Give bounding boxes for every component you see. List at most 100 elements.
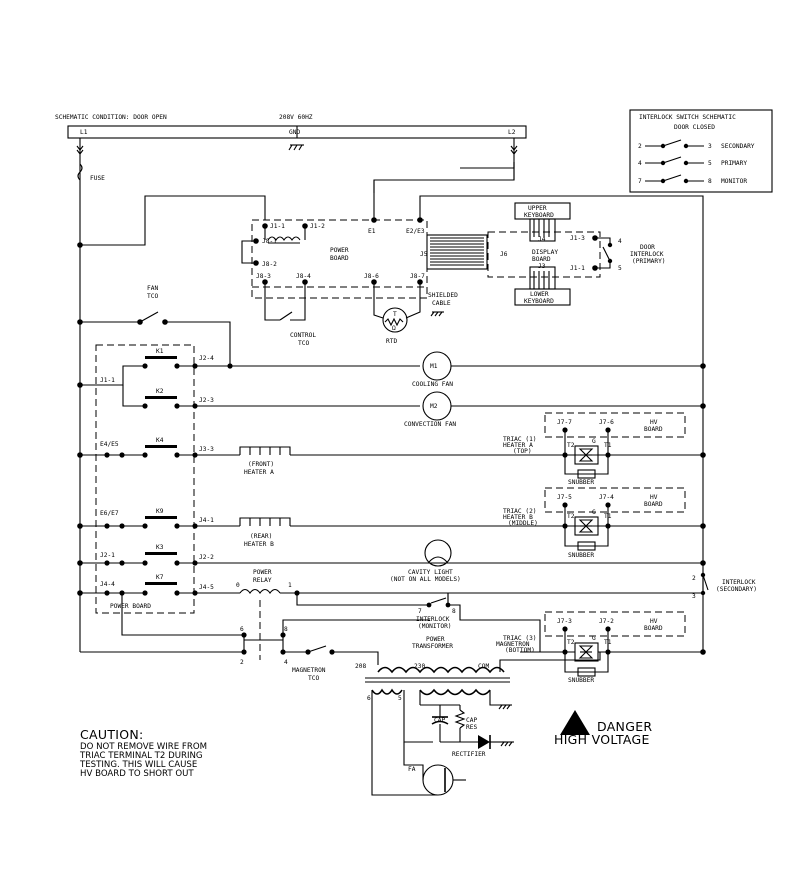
hv-board-3: J7-3 J7-2 HV BOARD TRIAC (3) MAGNETRON (… [496,611,686,684]
svg-text:208: 208 [355,663,366,670]
ground-icon [430,311,444,317]
svg-text:230: 230 [414,663,425,670]
svg-text:(PRIMARY): (PRIMARY) [632,258,666,265]
svg-text:KEYBOARD: KEYBOARD [524,212,554,219]
fan-tco-label: FAN [147,285,158,292]
svg-text:J8-7: J8-7 [410,273,425,280]
svg-text:MAGNETRON: MAGNETRON [496,641,530,648]
svg-text:CABLE: CABLE [432,300,451,307]
svg-text:K4: K4 [156,437,164,444]
transformer-secondary-coil-icon [371,688,491,696]
rtd-sensor-icon [382,307,408,333]
interlock-schematic-title: INTERLOCK SWITCH SCHEMATIC [639,114,736,121]
fuse-icon [77,163,83,181]
svg-text:(MIDDLE): (MIDDLE) [508,520,538,527]
l2-label: L2 [508,129,516,136]
heater-a-label: (FRONT) [248,461,274,468]
cap-res-label: CAP [466,717,477,724]
ribbon-cable [426,234,488,270]
svg-text:HV: HV [650,419,658,426]
svg-text:J7-2: J7-2 [599,618,614,625]
svg-text:5: 5 [398,695,402,702]
fuse-label: FUSE [90,175,105,182]
svg-text:8: 8 [284,626,288,633]
interlock-secondary-label: INTERLOCK [722,579,756,586]
svg-text:J5: J5 [420,251,428,258]
caution-line-3: TESTING. THIS WILL CAUSE [79,760,197,770]
interlock-secondary-switch-icon [702,574,709,591]
svg-text:J4-1: J4-1 [199,517,214,524]
svg-text:T1: T1 [604,639,612,646]
svg-text:5: 5 [618,265,622,272]
svg-text:G: G [592,635,596,642]
svg-text:J4-4: J4-4 [100,581,115,588]
svg-text:T2: T2 [567,639,575,646]
svg-text:TCO: TCO [308,675,319,682]
rectifier-diode-icon [478,735,490,749]
svg-text:G: G [592,509,596,516]
danger-triangle-icon [560,710,590,735]
power-relay-label: POWER [253,569,272,576]
fan-tco-switch-icon [139,311,159,323]
hv-capacitor-label: CAP [434,717,445,724]
ground-icon [288,144,304,151]
power-relay-coil-icon [239,588,281,594]
svg-text:(MONITOR): (MONITOR) [418,623,452,630]
svg-text:8: 8 [708,178,712,185]
svg-text:K7: K7 [156,574,164,581]
power-board-label-bottom: POWER BOARD [110,603,151,610]
j8-2-label: J8-2 [262,261,277,268]
svg-text:HV: HV [650,494,658,501]
svg-text:2: 2 [692,575,696,582]
interlock-monitor-switch-icon [430,597,447,604]
svg-text:HEATER B: HEATER B [244,541,274,548]
svg-text:T1: T1 [604,442,612,449]
caution-line-1: DO NOT REMOVE WIRE FROM [80,742,207,752]
svg-text:J3-3: J3-3 [199,446,214,453]
svg-text:J7-6: J7-6 [599,419,614,426]
svg-text:TRIAC (1): TRIAC (1) [503,436,537,443]
svg-text:J7-3: J7-3 [557,618,572,625]
interlock-row-secondary: 2 3 SECONDARY [638,139,755,150]
svg-text:J7-7: J7-7 [557,419,572,426]
svg-text:TCO: TCO [298,340,309,347]
gnd-label: GND [289,129,300,136]
svg-text:UPPER: UPPER [528,205,547,212]
svg-text:BOARD: BOARD [330,255,349,262]
interlock-row-monitor: 7 8 MONITOR [638,174,747,185]
interlock-monitor-label: INTERLOCK [416,616,450,623]
svg-text:J1-1: J1-1 [100,377,115,384]
svg-text:6: 6 [240,626,244,633]
svg-text:TCO: TCO [147,293,158,300]
svg-text:J7-5: J7-5 [557,494,572,501]
svg-text:M2: M2 [430,403,438,410]
magnetron-tco-switch-icon [307,645,327,653]
svg-text:J8-3: J8-3 [256,273,271,280]
svg-text:1: 1 [288,582,292,589]
svg-text:J6: J6 [500,251,508,258]
j1-1-label: J1-1 [270,223,285,230]
cavity-light-label: CAVITY LIGHT [408,569,453,576]
svg-text:PRIMARY: PRIMARY [721,160,747,167]
svg-text:4: 4 [618,238,622,245]
svg-text:(BOTTOM): (BOTTOM) [505,647,535,654]
svg-text:J2-4: J2-4 [199,355,214,362]
hv-board-2: J7-5 J7-4 HV BOARD TRIAC (2) HEATER B (M… [503,487,686,559]
svg-text:T2: T2 [567,513,575,520]
svg-text:8: 8 [452,608,456,615]
svg-text:T1: T1 [604,513,612,520]
caution-line-4: HV BOARD TO SHORT OUT [80,769,194,779]
cap-resistor-icon [454,709,466,729]
svg-text:HEATER B: HEATER B [503,514,533,521]
svg-text:Ω: Ω [392,325,396,332]
svg-text:G: G [592,438,596,445]
hv-board-1: J7-7 J7-6 HV BOARD TRIAC (1) HEATER A (T… [503,412,686,486]
power-board-label: POWER [330,247,349,254]
svg-text:HEATER A: HEATER A [503,442,533,449]
svg-text:2: 2 [638,143,642,150]
ground-icon [498,704,512,710]
svg-text:2: 2 [240,659,244,666]
svg-text:T2: T2 [567,442,575,449]
j8-1-label: J8-1 [262,238,277,245]
